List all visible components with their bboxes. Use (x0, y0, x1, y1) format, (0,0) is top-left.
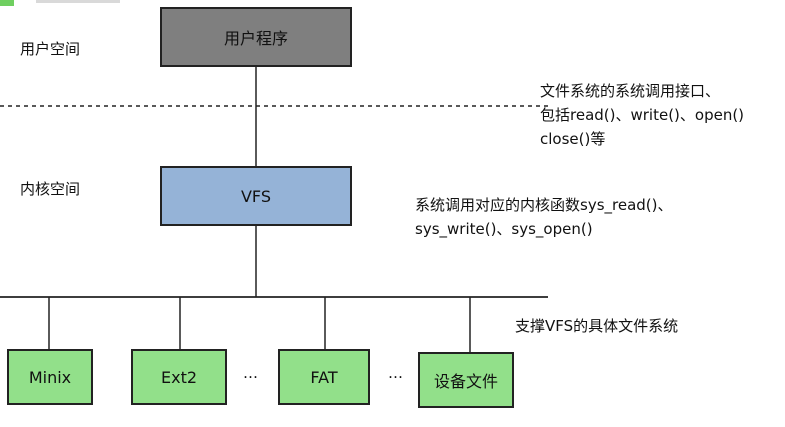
kernel-functions-line-2: sys_write()、sys_open() (415, 220, 593, 238)
ext2-fs-box: Ext2 (131, 349, 227, 405)
user-space-label: 用户空间 (20, 40, 81, 58)
syscall-interface-line-2: 包括read()、write()、open() (540, 106, 745, 124)
ellipsis-1: … (243, 364, 258, 382)
syscall-interface-line-1: 文件系统的系统调用接口、 (540, 82, 721, 100)
corner-mark-gray (36, 0, 120, 3)
fat-label: FAT (310, 367, 338, 387)
fat-fs-box: FAT (278, 349, 370, 405)
ext2-label: Ext2 (160, 367, 198, 387)
vfs-box: VFS (160, 166, 352, 226)
user-program-label: 用户程序 (223, 29, 288, 48)
minix-fs-box: Minix (7, 349, 93, 405)
syscall-interface-line-3: close()等 (540, 130, 606, 148)
device-file-label: 设备文件 (433, 372, 498, 391)
vfs-label: VFS (240, 186, 272, 206)
device-file-box: 设备文件 (418, 352, 514, 408)
kernel-functions-line-1: 系统调用对应的内核函数sys_read()、 (415, 196, 673, 214)
supported-fs-label: 支撑VFS的具体文件系统 (515, 317, 679, 335)
corner-mark-green (0, 0, 14, 6)
kernel-space-label: 内核空间 (20, 180, 81, 198)
minix-label: Minix (28, 367, 72, 387)
user-program-box: 用户程序 (160, 7, 352, 67)
ellipsis-2: … (388, 364, 403, 382)
